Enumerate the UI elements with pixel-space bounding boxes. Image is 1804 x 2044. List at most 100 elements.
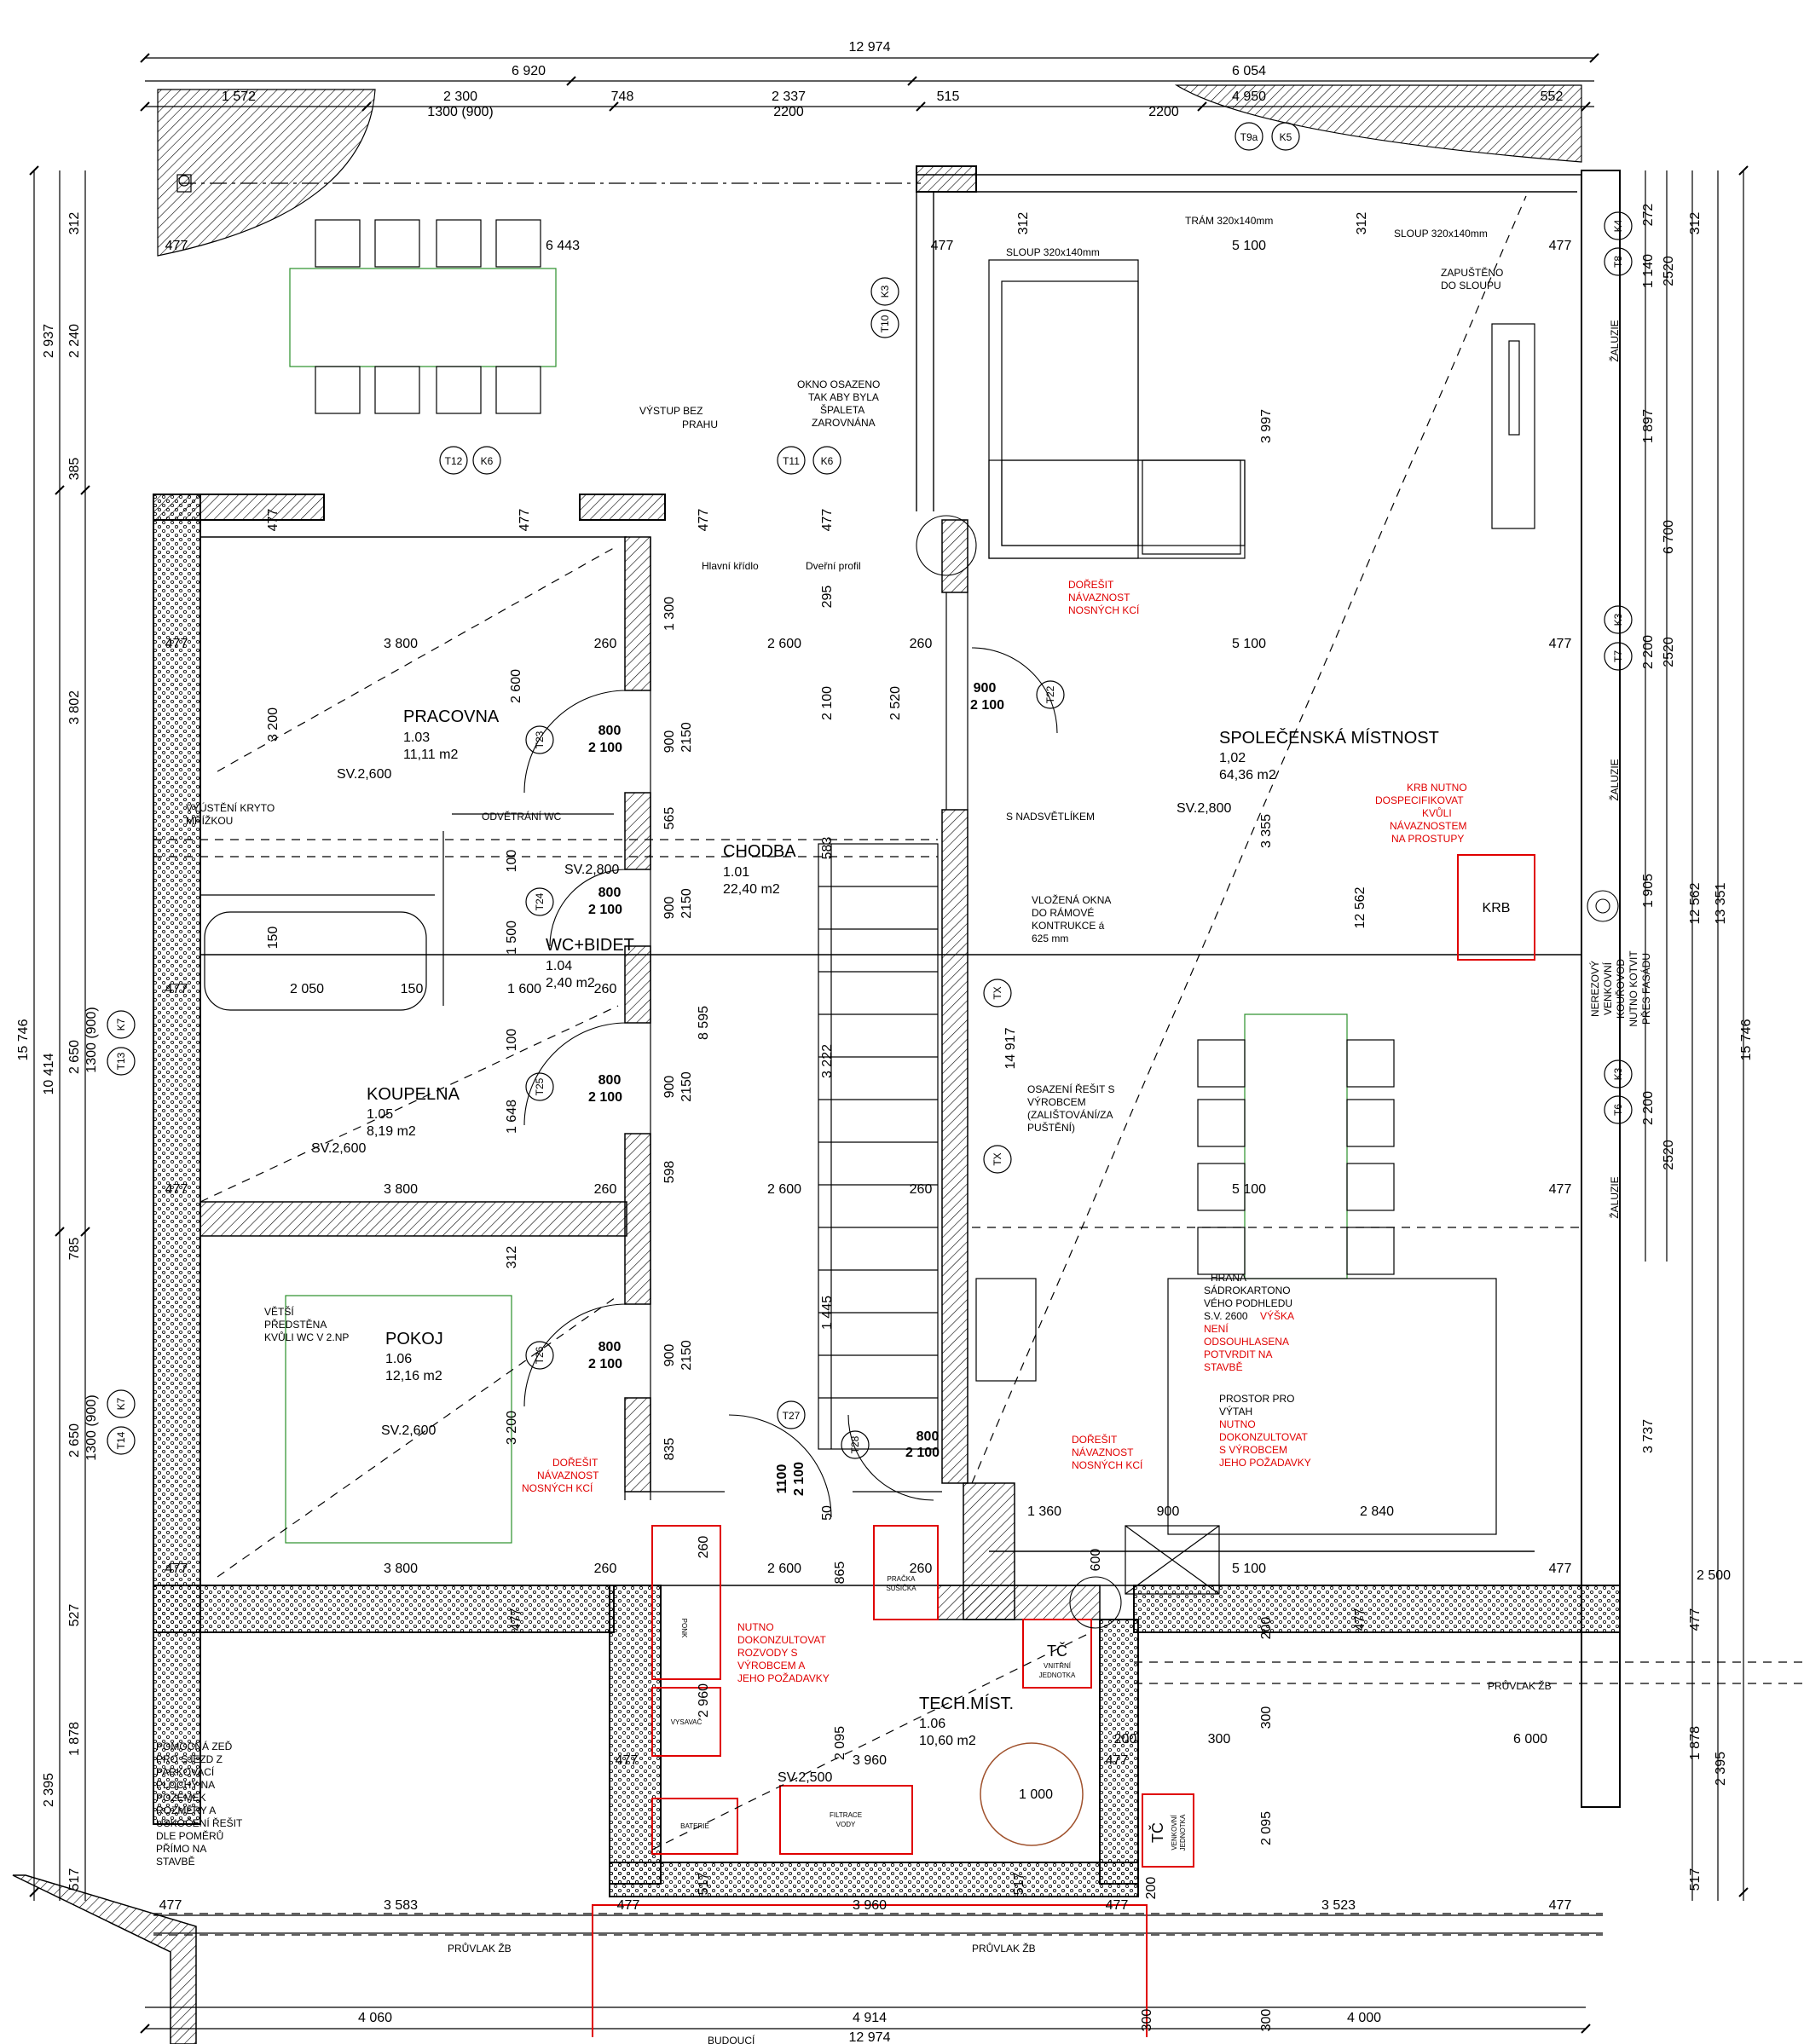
door-t28-h: 2 100 — [905, 1446, 940, 1460]
room-koupelna-area: 8,19 m2 — [367, 1124, 416, 1139]
dim-top-4: 2 337 — [772, 89, 806, 104]
dim-left-3802: 3 802 — [67, 690, 82, 725]
note-pruvlak-2: PRŮVLAK ŽB — [448, 1942, 512, 1955]
red-roz-5: JEHO POŽADAVKY — [737, 1672, 830, 1684]
door-t24-h: 2 100 — [588, 903, 622, 917]
dim-in-50: 50 — [820, 1505, 835, 1521]
dim-in-6000: 6 000 — [1513, 1732, 1547, 1747]
dim-in-477a: 477 — [165, 239, 188, 253]
note-pruvlak-1: PRŮVLAK ŽB — [1488, 1679, 1552, 1692]
room-pokoj-name: POKOJ — [385, 1330, 443, 1348]
dim-right-1897: 1 897 — [1641, 409, 1656, 443]
note-pomocna-10: STAVBĚ — [156, 1855, 195, 1868]
note-zapus-2: DO SLOUPU — [1441, 280, 1501, 292]
dim-in-1600: 1 600 — [507, 982, 541, 996]
red-dor2-b: NÁVAZNOST — [1072, 1446, 1134, 1458]
dim-right-312: 312 — [1688, 212, 1703, 235]
dim-in-865: 865 — [833, 1562, 847, 1585]
room-wc-num: 1.04 — [546, 959, 572, 973]
dim-in-600: 600 — [1089, 1549, 1103, 1572]
tag-tx2: TX — [992, 1152, 1003, 1165]
room-pracovna-name: PRACOVNA — [403, 707, 500, 726]
sofa — [988, 259, 1246, 559]
room-koupelna-num: 1.05 — [367, 1107, 393, 1122]
dim-in-300a: 300 — [1208, 1732, 1231, 1747]
dim-in-477r5: 477 — [1549, 1182, 1572, 1197]
tag-t26: T26 — [534, 1346, 546, 1364]
dim-right-3737: 3 737 — [1641, 1419, 1656, 1453]
dim-in-150h: 150 — [401, 982, 424, 996]
dim-in-2840: 2 840 — [1360, 1504, 1394, 1519]
dim-in-477r3: 477 — [165, 982, 188, 996]
right-dimension-labels: 15 746 13 351 12 562 312 272 1 140 2520 … — [1641, 204, 1754, 1891]
note-tc-ve-2: JEDNOTKA — [1179, 1814, 1187, 1851]
dim-in-477c: 477 — [1549, 239, 1572, 253]
dim-in-300b: 300 — [1259, 1706, 1274, 1729]
note-hrana-4: S.V. 2600 — [1204, 1310, 1248, 1322]
door-t22-h: 2 100 — [970, 698, 1004, 713]
note-prostor-1: PROSTOR PRO — [1219, 1393, 1294, 1405]
dim-right-2520a: 2520 — [1662, 256, 1676, 286]
note-pomocna-5: POZEMEK — [156, 1792, 206, 1804]
note-prostor-2: VÝTAH — [1219, 1405, 1252, 1418]
red-vyska-1: VÝŠKA — [1260, 1309, 1294, 1322]
note-baterie: BATERIE — [680, 1822, 709, 1830]
dim-in-900d: 900 — [662, 1344, 677, 1367]
dim-in-2100: 2 100 — [820, 686, 835, 720]
dim-in-900b: 900 — [662, 897, 677, 920]
dim-in-295: 295 — [820, 586, 835, 609]
note-tc-1: TČ — [1047, 1642, 1067, 1660]
dim-bottom-r1a: 3 583 — [384, 1898, 418, 1913]
dim-right-total: 6 054 — [1232, 64, 1266, 78]
room-pracovna-sv: SV.2,600 — [337, 767, 391, 782]
note-nadsvet: S NADSVĚTLÍKEM — [1006, 810, 1095, 823]
element-tags — [107, 122, 1633, 1459]
note-odvetrani: ODVĚTRÁNÍ WC — [482, 810, 562, 823]
door-t23-h: 2 100 — [588, 741, 622, 755]
dim-right-2500: 2 500 — [1697, 1568, 1731, 1583]
tag-k6a: K6 — [481, 455, 494, 467]
note-tc-vn-1: VNITŘNÍ — [1044, 1662, 1072, 1670]
ceiling-guides — [153, 195, 1804, 1936]
door-t28-w: 800 — [916, 1429, 940, 1444]
tag-k5: K5 — [1280, 131, 1292, 143]
room-koupelna-name: KOUPELNA — [367, 1085, 460, 1104]
dim-bottom-w3: 477 — [1106, 1898, 1129, 1913]
dim-in-260d: 260 — [594, 1182, 617, 1197]
dim-bottom-300b: 300 — [1259, 2009, 1274, 2032]
dim-in-2095a: 2 095 — [833, 1726, 847, 1760]
door-t25-h: 2 100 — [588, 1090, 622, 1105]
note-vyusteni-2: MŘÍŽKOU — [186, 814, 233, 827]
tag-t14: T14 — [115, 1431, 127, 1449]
note-zaluzie-2: ŽALUZIE — [1608, 759, 1621, 800]
terrace-awning — [157, 84, 1582, 257]
dim-bottom-w2: 477 — [617, 1898, 640, 1913]
dim-in-2095b: 2 095 — [1259, 1811, 1274, 1845]
note-pracka-1: PRAČKA — [888, 1575, 916, 1583]
dim-in-477f: 477 — [697, 509, 711, 532]
tag-t22: T22 — [1044, 685, 1056, 703]
note-nerez-4: NUTNO KOTVIT — [1628, 950, 1639, 1027]
dim-in-260h: 260 — [697, 1536, 711, 1559]
room-pokoj-num: 1.06 — [385, 1352, 412, 1366]
tag-t27: T27 — [783, 1410, 801, 1422]
dim-top-4b: 2200 — [773, 105, 804, 119]
note-osaz-2: VÝROBCEM — [1027, 1095, 1086, 1108]
room-labels: PRACOVNA 1.03 11,11 m2 SV.2,600 CHODBA 1… — [311, 707, 1439, 1785]
dim-in-260f: 260 — [594, 1562, 617, 1576]
dim-in-2150d: 2150 — [679, 1340, 694, 1371]
dim-bottom-r1b: 3 960 — [853, 1898, 887, 1913]
dim-in-3997: 3 997 — [1259, 409, 1274, 443]
dim-bottom-overall: 12 974 — [849, 2030, 891, 2044]
note-pomocna-3: PARKOVACÍ — [156, 1765, 215, 1778]
red-dor3-c: NOSNÝCH KCÍ — [522, 1481, 593, 1494]
dim-top-7: 4 950 — [1232, 89, 1266, 104]
dim-in-517b: 517 — [1012, 1873, 1026, 1896]
dim-bottom-b2: 4 914 — [853, 2011, 887, 2025]
note-hrana-3: VÉHO PODHLEDU — [1204, 1296, 1292, 1309]
partition-walls — [199, 519, 1101, 1620]
dim-top-3: 748 — [611, 89, 634, 104]
tag-t7: T7 — [1612, 650, 1624, 662]
red-vyska-2: NENÍ — [1204, 1322, 1229, 1335]
dim-in-835: 835 — [662, 1438, 677, 1461]
